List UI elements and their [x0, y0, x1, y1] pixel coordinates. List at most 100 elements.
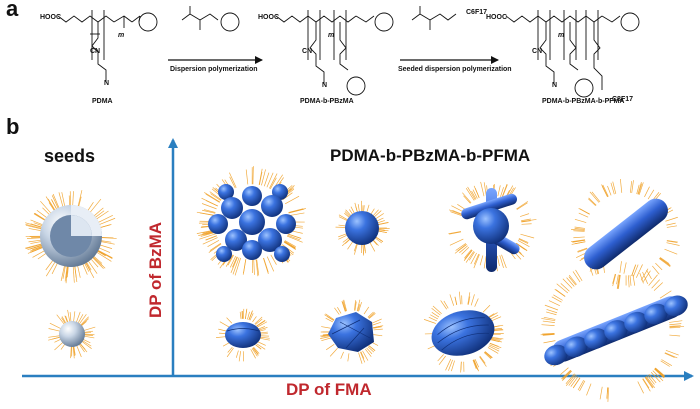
- corona-hair: [665, 353, 675, 357]
- corona-hair: [479, 357, 486, 367]
- subscript-m-2: m: [328, 32, 334, 39]
- group-label-hooc-2: HOOC: [258, 14, 279, 21]
- corona-layer: [25, 166, 684, 402]
- group-label-c6f17: C6F17: [466, 9, 487, 16]
- corona-hair: [590, 192, 599, 203]
- raspberry-subsphere: [216, 246, 232, 262]
- raspberry-subsphere: [208, 214, 228, 234]
- corona-hair: [236, 351, 238, 358]
- series-title: PDMA-b-PBzMA-b-PFMA: [330, 146, 530, 166]
- corona-hair: [245, 309, 247, 319]
- corona-hair: [580, 209, 590, 214]
- corona-hair: [620, 179, 621, 193]
- corona-hair: [289, 213, 304, 216]
- corona-hair: [475, 299, 479, 307]
- corona-hair: [620, 261, 622, 273]
- corona-hair: [607, 186, 611, 195]
- corona-hair: [364, 307, 369, 314]
- corona-hair: [628, 275, 629, 287]
- corona-hair: [468, 187, 476, 200]
- corona-hair: [49, 329, 61, 332]
- corona-hair: [321, 327, 331, 329]
- corona-hair: [220, 322, 229, 327]
- corona-hair: [573, 378, 580, 388]
- group-label-n-3: N: [552, 82, 557, 89]
- corona-hair: [589, 198, 597, 205]
- corona-hair: [654, 283, 663, 291]
- corona-hair: [579, 213, 588, 217]
- corona-hair: [665, 217, 677, 221]
- corona-hair: [424, 319, 436, 323]
- corona-hair: [439, 356, 446, 365]
- corona-hair: [459, 292, 460, 305]
- morph-beaded-worm: [541, 292, 691, 369]
- corona-hair: [648, 190, 654, 199]
- corona-hair: [341, 352, 344, 359]
- group-label-n-1: N: [104, 80, 109, 87]
- corona-hair: [218, 329, 227, 331]
- corona-hair: [54, 342, 63, 350]
- corona-hair: [252, 316, 256, 321]
- corona-hair: [461, 362, 462, 373]
- corona-hair: [575, 242, 586, 244]
- corona-hair: [259, 169, 262, 185]
- corona-hair: [632, 180, 634, 193]
- raspberry-subsphere: [276, 214, 296, 234]
- corona-hair: [369, 241, 374, 251]
- corona-hair: [500, 255, 504, 268]
- corona-hair: [632, 264, 636, 275]
- corona-hair: [70, 312, 71, 322]
- group-label-n-2: N: [322, 82, 327, 89]
- corona-hair: [669, 335, 680, 336]
- raspberry-subsphere: [242, 240, 262, 260]
- group-label-cn-1: CN: [90, 48, 100, 55]
- corona-hair: [254, 260, 255, 275]
- corona-hair: [73, 311, 74, 322]
- corona-hair: [638, 382, 644, 394]
- corona-hair: [240, 312, 241, 319]
- corona-hair: [223, 343, 229, 346]
- corona-hair: [227, 318, 232, 324]
- corona-hair: [569, 275, 576, 284]
- corona-hair: [522, 224, 532, 225]
- group-label-hooc-1: HOOC: [40, 14, 61, 21]
- corona-hair: [326, 344, 334, 350]
- corona-hair: [556, 290, 565, 297]
- corona-hair: [665, 353, 677, 358]
- corona-hair: [485, 352, 492, 358]
- corona-hair: [633, 275, 635, 286]
- raspberry-subsphere: [221, 197, 243, 219]
- corona-hair: [613, 274, 616, 286]
- subscript-m-1: m: [118, 32, 124, 39]
- corona-hair: [471, 294, 474, 305]
- corona-hair: [325, 315, 334, 321]
- corona-hair: [543, 341, 555, 343]
- corona-hair: [374, 329, 383, 330]
- corona-hair: [446, 359, 451, 370]
- corona-hair: [517, 203, 528, 210]
- corona-hair: [646, 270, 651, 279]
- corona-hair: [326, 318, 333, 322]
- structure-pdma-pbzma: [276, 10, 393, 95]
- corona-hair: [481, 182, 484, 196]
- corona-hair: [71, 346, 72, 358]
- corona-hair: [607, 387, 608, 399]
- corona-hair: [542, 325, 555, 326]
- corona-hair: [497, 256, 499, 266]
- corona-hair: [520, 234, 534, 238]
- corona-hair: [455, 297, 457, 305]
- corona-hair: [84, 331, 93, 332]
- corona-hair: [573, 271, 580, 282]
- corona-hair: [369, 313, 376, 318]
- morph-raspberry-cluster: [208, 184, 296, 262]
- step-label-dispersion: Dispersion polymerization: [170, 66, 258, 73]
- structure-pdma: [58, 10, 157, 82]
- morph-ellipsoid: [225, 322, 261, 348]
- morph-hollow-vesicle-seed: [40, 205, 102, 267]
- corona-hair: [588, 199, 595, 206]
- raspberry-subsphere: [261, 195, 283, 217]
- panel-letter-b: b: [6, 114, 19, 140]
- corona-hair: [48, 336, 60, 338]
- group-label-hooc-3: HOOC: [486, 14, 507, 21]
- corona-hair: [373, 335, 382, 336]
